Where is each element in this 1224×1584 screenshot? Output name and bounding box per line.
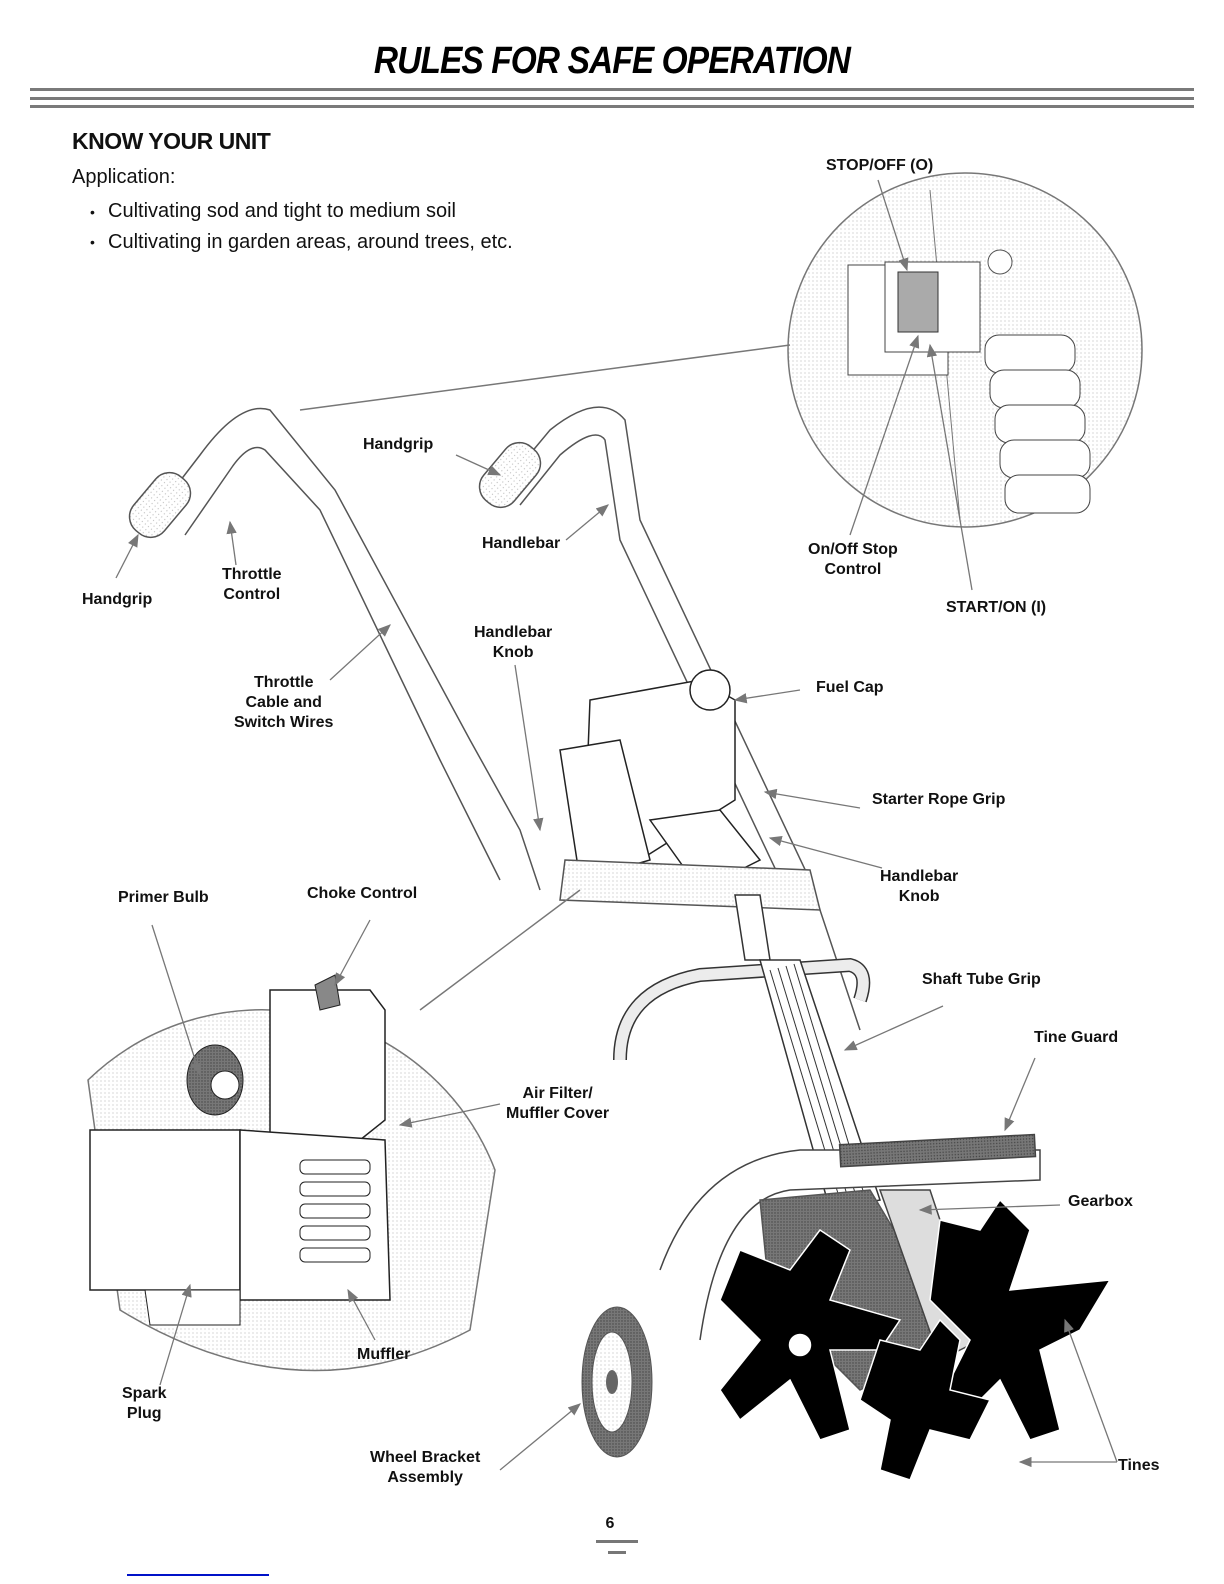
label-stop-off: STOP/OFF (O): [826, 157, 934, 174]
switch-detail-inset: [299, 172, 1143, 528]
application-list: Cultivating sod and tight to medium soil…: [90, 196, 513, 257]
label-fuel-cap: Fuel Cap: [816, 679, 884, 696]
label-tine-guard: Tine Guard: [1034, 1029, 1119, 1046]
rocker-switch-icon: [897, 271, 939, 333]
handlebar-drawing: [128, 406, 861, 1031]
page-number-rule-short: [608, 1551, 626, 1554]
engine-detail-inset: [87, 889, 581, 1372]
choke-lever-icon: [314, 974, 341, 1011]
wheel-drawing: [581, 1306, 653, 1458]
label-handlebar: Handlebar: [482, 535, 561, 552]
label-line: Wheel Bracket: [370, 1449, 481, 1466]
label-on-off-stop-control: On/Off Stop Control: [808, 540, 898, 580]
label-line: Throttle: [222, 566, 282, 583]
application-item: Cultivating sod and tight to medium soil: [90, 196, 513, 227]
label-line: Handlebar: [474, 624, 553, 641]
tines-drawing: [719, 1198, 1112, 1481]
application-item: Cultivating in garden areas, around tree…: [90, 227, 513, 258]
section-heading: KNOW YOUR UNIT: [72, 128, 271, 154]
label-line: Spark: [122, 1385, 167, 1402]
label-spark-plug: Spark Plug: [122, 1384, 166, 1424]
label-line: Handlebar: [880, 868, 959, 885]
label-handlebar-knob-top: Handlebar Knob: [474, 623, 552, 663]
label-throttle-control: Throttle Control: [222, 565, 282, 605]
header-rule-3: [30, 105, 1194, 108]
page-number-rule: [596, 1540, 638, 1543]
link-underline-bar: [127, 1574, 269, 1576]
label-handlebar-knob-right: Handlebar Knob: [880, 867, 958, 907]
label-line: Knob: [898, 888, 940, 905]
engine-drawing: [559, 669, 821, 911]
label-handgrip-right: Handgrip: [363, 436, 434, 453]
label-shaft-tube-grip: Shaft Tube Grip: [922, 971, 1041, 988]
label-gearbox: Gearbox: [1068, 1193, 1133, 1210]
header-rule-1: [30, 88, 1194, 91]
page-number: 6: [605, 1515, 615, 1532]
label-primer-bulb: Primer Bulb: [118, 889, 209, 906]
label-throttle-cable: Throttle Cable and Switch Wires: [234, 673, 333, 733]
label-wheel-bracket: Wheel Bracket Assembly: [370, 1448, 480, 1488]
label-line: Muffler Cover: [506, 1105, 610, 1122]
label-line: Cable and: [245, 694, 322, 711]
label-line: Air Filter/: [522, 1085, 593, 1102]
page-title: RULES FOR SAFE OPERATION: [373, 40, 851, 82]
label-line: Control: [824, 561, 882, 578]
header-rule-2: [30, 97, 1194, 100]
label-line: On/Off Stop: [808, 541, 898, 558]
label-line: Control: [223, 586, 281, 603]
label-line: Throttle: [253, 674, 314, 691]
label-start-on: START/ON (I): [946, 599, 1047, 616]
label-line: Plug: [126, 1405, 162, 1422]
label-air-filter: Air Filter/ Muffler Cover: [506, 1084, 609, 1124]
label-choke-control: Choke Control: [307, 885, 418, 902]
label-starter-rope-grip: Starter Rope Grip: [872, 791, 1006, 808]
label-line: Assembly: [387, 1469, 463, 1486]
leader-lines: [115, 179, 1118, 1471]
label-handgrip-left: Handgrip: [82, 591, 153, 608]
application-label: Application:: [72, 166, 176, 188]
label-line: Switch Wires: [234, 714, 334, 731]
label-line: Knob: [492, 644, 534, 661]
label-tines: Tines: [1118, 1457, 1160, 1474]
label-muffler: Muffler: [357, 1346, 411, 1363]
